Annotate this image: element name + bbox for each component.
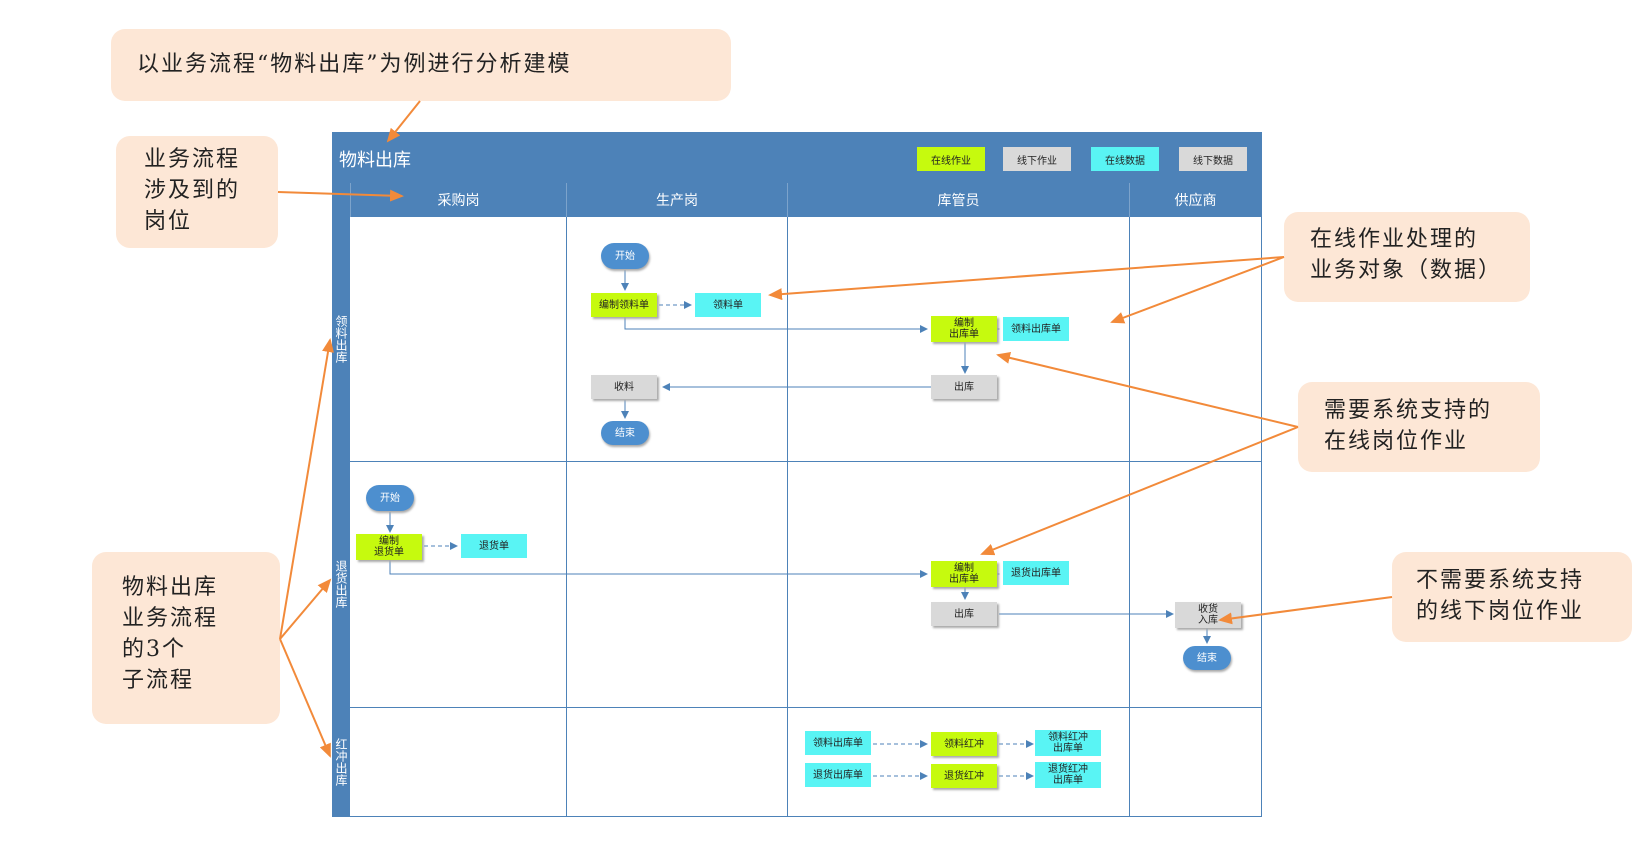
make-pick-outbound-task: 编制 出库单 (931, 316, 997, 342)
return-order-data: 退货单 (461, 534, 527, 558)
grid-line (787, 217, 788, 816)
pick-start-node: 开始 (601, 243, 649, 269)
pick-outbound-doc-data: 领料出库单 (805, 731, 871, 755)
legend-online-data: 在线数据 (1091, 147, 1159, 171)
grid-line (566, 217, 567, 816)
return-end-node: 结束 (1183, 646, 1231, 670)
receive-material-task: 收料 (591, 375, 657, 399)
swimlane-diagram: 物料出库 在线作业 线下作业 在线数据 线下数据 采购岗 生产岗 库管员 供应商… (332, 132, 1262, 817)
legend-offline-task: 线下作业 (1003, 147, 1071, 171)
offline-task-note: 不需要系统支持 的线下岗位作业 (1392, 552, 1632, 642)
pick-outbound-doc-data: 领料出库单 (1003, 317, 1069, 341)
pick-outbound-task: 出库 (931, 375, 997, 399)
column-header-warehouse: 库管员 (787, 183, 1129, 217)
make-pick-order-task: 编制领料单 (591, 293, 657, 317)
title-note: 以业务流程“物料出库”为例进行分析建模 (111, 29, 731, 101)
column-header-supplier: 供应商 (1129, 183, 1261, 217)
column-header-purchasing: 采购岗 (350, 183, 566, 217)
grid-line (350, 461, 1261, 462)
make-return-outbound-task: 编制 出库单 (931, 561, 997, 587)
return-reverse-task: 退货红冲 (931, 764, 997, 788)
make-return-order-task: 编制 退货单 (356, 534, 422, 560)
return-start-node: 开始 (366, 485, 414, 511)
lane-label-return: 退货出库 (334, 560, 348, 608)
online-data-note: 在线作业处理的 业务对象（数据） (1284, 212, 1530, 302)
pick-order-data: 领料单 (695, 293, 761, 317)
return-outbound-doc-data: 退货出库单 (805, 763, 871, 787)
online-task-note: 需要系统支持的 在线岗位作业 (1298, 382, 1540, 472)
return-outbound-doc-data: 退货出库单 (1003, 561, 1069, 585)
pick-reverse-task: 领料红冲 (931, 732, 997, 756)
flow-connectors (386, 270, 1211, 780)
grid-line (1129, 217, 1130, 816)
lane-label-reverse: 红冲出库 (334, 737, 348, 786)
return-reverse-doc-data: 退货红冲 出库单 (1035, 762, 1101, 788)
roles-note: 业务流程 涉及到的 岗位 (116, 136, 278, 248)
panel-header: 物料出库 在线作业 线下作业 在线数据 线下数据 (333, 133, 1261, 183)
pick-reverse-doc-data: 领料红冲 出库单 (1035, 730, 1101, 756)
return-outbound-task: 出库 (931, 602, 997, 626)
legend-offline-data: 线下数据 (1179, 147, 1247, 171)
subprocess-note: 物料出库 业务流程 的3个 子流程 (92, 552, 280, 724)
receive-inbound-task: 收货 入库 (1175, 602, 1241, 628)
lane-label-pick: 领料出库 (334, 315, 348, 363)
column-header-production: 生产岗 (566, 183, 787, 217)
pick-end-node: 结束 (601, 421, 649, 445)
lane-label-strip (333, 183, 350, 816)
grid-line (350, 707, 1261, 708)
panel-title: 物料出库 (339, 150, 411, 171)
legend-online-task: 在线作业 (917, 147, 985, 171)
